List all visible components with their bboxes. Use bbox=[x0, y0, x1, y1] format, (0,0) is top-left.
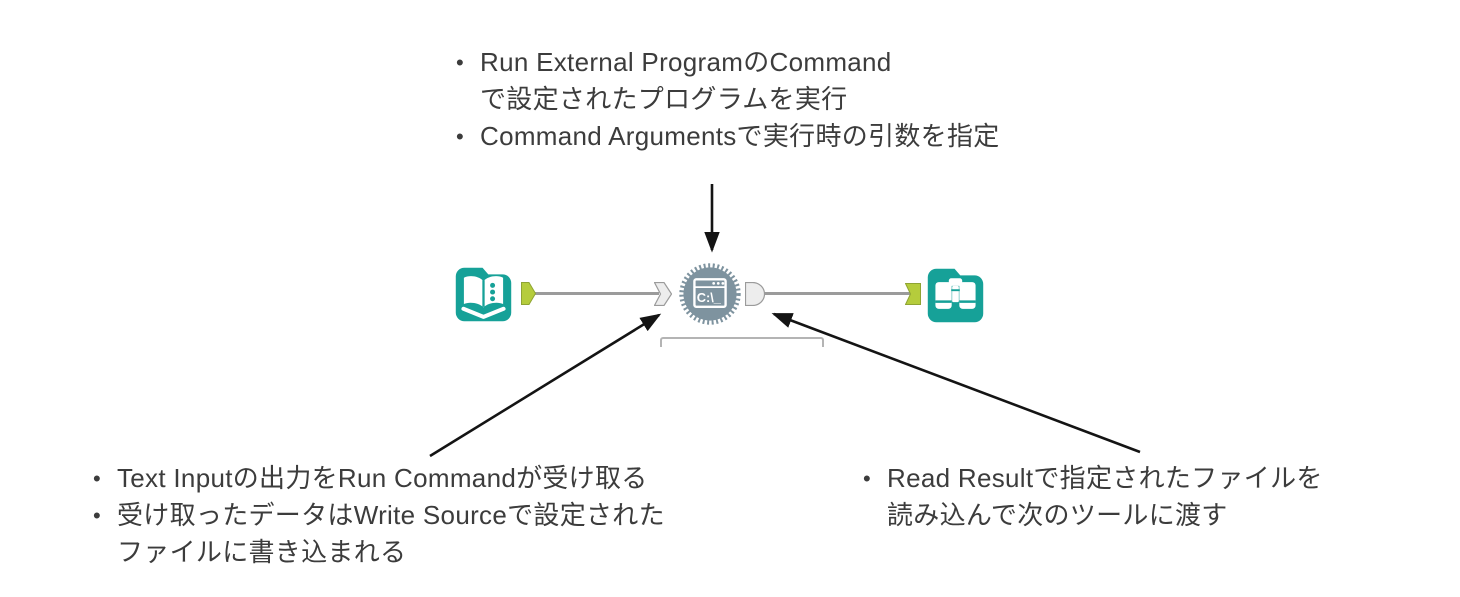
book-icon bbox=[455, 267, 512, 322]
annotation-text: で設定されたプログラムを実行 bbox=[480, 84, 848, 114]
bullet-glyph: • bbox=[93, 503, 102, 528]
input-anchor-run-command[interactable] bbox=[653, 281, 673, 311]
annotation-bottom-right: • Read Resultで指定されたファイルを 読み込んで次のツールに渡す bbox=[863, 460, 1323, 534]
command-screen-text: C:\_ bbox=[697, 290, 722, 305]
bullet-glyph: • bbox=[456, 50, 465, 75]
annotation-top: • Run External ProgramのCommand で設定されたプログ… bbox=[456, 44, 1000, 155]
annotation-text: Command Argumentsで実行時の引数を指定 bbox=[480, 121, 1000, 151]
bullet-glyph: • bbox=[863, 466, 872, 491]
arrow-to-input-anchor bbox=[429, 313, 662, 458]
tool-browse[interactable] bbox=[923, 262, 988, 327]
annotation-text: ファイルに書き込まれる bbox=[117, 537, 407, 567]
annotation-text: 受け取ったデータはWrite Sourceで設定された bbox=[117, 500, 665, 530]
output-anchor-text-input[interactable] bbox=[521, 282, 537, 310]
bullet-glyph: • bbox=[456, 124, 465, 149]
bullet-glyph: • bbox=[93, 466, 102, 491]
annotation-line: • Run External ProgramのCommand bbox=[456, 44, 1000, 81]
annotation-line: • Command Argumentsで実行時の引数を指定 bbox=[456, 118, 1000, 155]
annotation-text: 読み込んで次のツールに渡す bbox=[887, 500, 1228, 530]
command-window-gear-icon: C:\_ bbox=[679, 263, 741, 325]
annotation-bottom-left: • Text Inputの出力をRun Commandが受け取る • 受け取った… bbox=[93, 460, 665, 571]
annotation-text: Read Resultで指定されたファイルを bbox=[887, 463, 1323, 493]
annotation-line: • 受け取ったデータはWrite Sourceで設定された bbox=[93, 497, 665, 534]
connector-wire-right bbox=[763, 292, 910, 295]
annotation-text: Run External ProgramのCommand bbox=[480, 47, 892, 77]
annotation-text: Text Inputの出力をRun Commandが受け取る bbox=[117, 463, 648, 493]
output-anchor-run-command[interactable] bbox=[744, 281, 766, 311]
annotation-line: で設定されたプログラムを実行 bbox=[456, 81, 1000, 118]
tool-run-command[interactable]: C:\_ bbox=[677, 261, 743, 327]
binoculars-icon bbox=[927, 268, 984, 323]
tool-label-box bbox=[660, 337, 824, 347]
connector-wire-left bbox=[534, 292, 659, 295]
input-anchor-browse[interactable] bbox=[904, 283, 921, 310]
arrow-to-output-anchor bbox=[771, 312, 1141, 454]
annotation-line: 読み込んで次のツールに渡す bbox=[863, 497, 1323, 534]
annotation-line: • Text Inputの出力をRun Commandが受け取る bbox=[93, 460, 665, 497]
tool-text-input[interactable] bbox=[451, 261, 516, 326]
annotation-line: • Read Resultで指定されたファイルを bbox=[863, 460, 1323, 497]
annotation-line: ファイルに書き込まれる bbox=[93, 534, 665, 571]
